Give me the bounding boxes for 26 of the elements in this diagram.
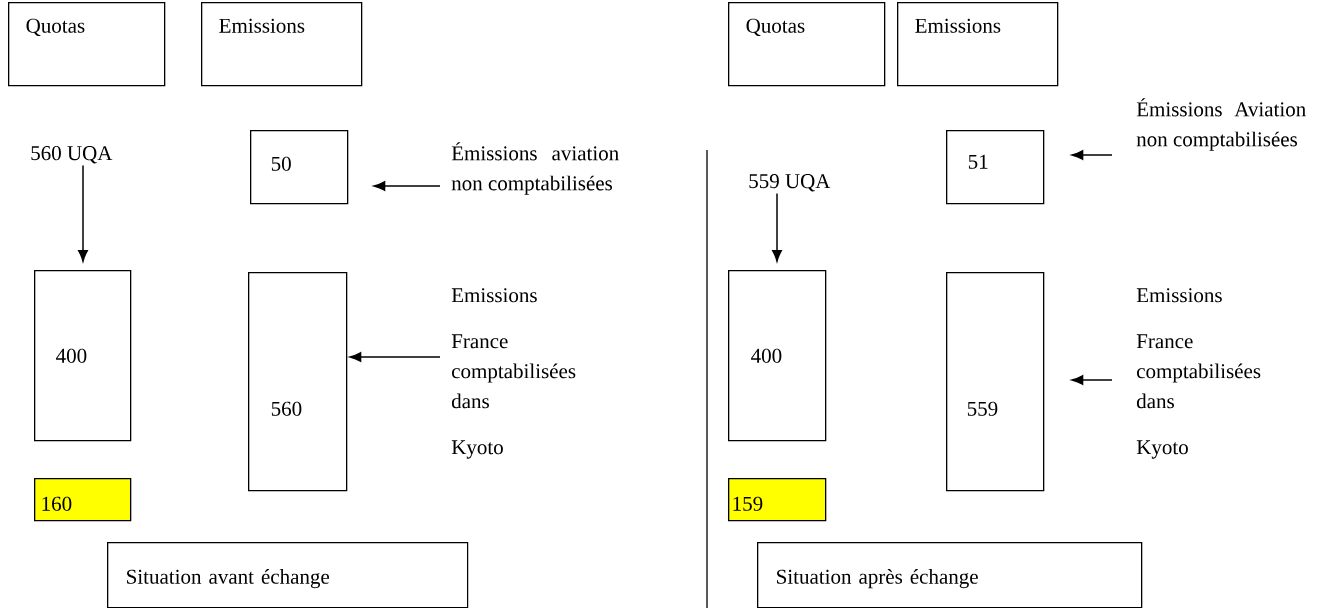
quantity-label: 560 UQA xyxy=(31,146,113,164)
value-box: 50 xyxy=(250,130,349,205)
caption-box: Situation avant échange xyxy=(107,542,469,608)
arrow xyxy=(373,181,441,191)
quantity-label: 559 UQA xyxy=(749,174,831,192)
label-box: Emissions xyxy=(201,2,363,87)
value-box: 559 xyxy=(946,272,1045,492)
arrow xyxy=(772,192,782,262)
caption-box: Situation après échange xyxy=(757,542,1143,608)
annotation-text: Émissions Aviation non comptabilisées xyxy=(1136,98,1306,151)
highlighted-value-box: 160 xyxy=(34,478,132,522)
value-box: 560 xyxy=(248,272,348,492)
label-box: Quotas xyxy=(728,2,886,87)
annotation-text: Emissions France comptabilisées dans Kyoto xyxy=(1136,288,1261,459)
label-box: Emissions xyxy=(897,2,1059,87)
label-box: Quotas xyxy=(8,2,166,87)
arrow xyxy=(78,164,88,262)
arrow xyxy=(1071,375,1113,385)
value-box: 400 xyxy=(34,270,132,442)
annotation-text: Émissions aviation non comptabilisées xyxy=(451,142,619,195)
arrow xyxy=(349,352,441,362)
annotation-text: Emissions France comptabilisées dans Kyoto xyxy=(451,288,576,459)
value-box: 51 xyxy=(946,130,1045,205)
highlighted-value-box: 159 xyxy=(728,478,827,522)
value-box: 400 xyxy=(728,270,827,442)
arrow xyxy=(1071,150,1113,160)
